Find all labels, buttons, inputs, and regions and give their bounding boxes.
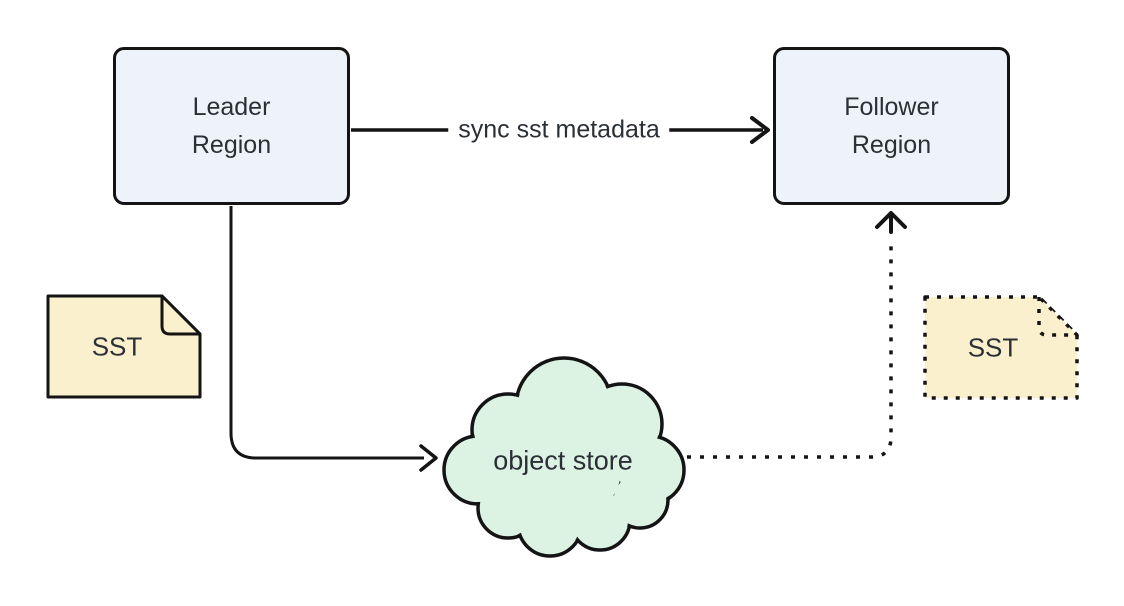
edge-upload-line (229, 206, 424, 460)
follower-region-label-line1: Follower (844, 93, 939, 121)
leader-region-label-line1: Leader (192, 93, 271, 121)
object-store-label: object store (493, 445, 633, 476)
document-fold-corner (160, 294, 202, 336)
node-leader-region: Leader Region (113, 47, 350, 205)
arrowhead-up-icon (875, 211, 907, 234)
edge-download-line (687, 241, 893, 459)
document-fold-corner (1037, 295, 1079, 337)
sst-source-document (46, 294, 202, 399)
follower-region-label-line2: Region (851, 131, 932, 159)
edge-download-sst (687, 211, 907, 459)
sst-source-label: SST (91, 331, 143, 362)
node-follower-region: Follower Region (773, 47, 1010, 205)
object-store-cloud (442, 356, 686, 558)
sst-replica-document (923, 295, 1079, 400)
edge-upload-sst (229, 206, 438, 472)
edge-label-sync-sst-metadata: sync sst metadata (448, 113, 670, 147)
sst-replica-label: SST (967, 332, 1019, 363)
arrowhead-right-icon (419, 444, 438, 472)
arrowhead-right-icon (750, 116, 770, 144)
leader-region-label-line2: Region (191, 131, 272, 159)
